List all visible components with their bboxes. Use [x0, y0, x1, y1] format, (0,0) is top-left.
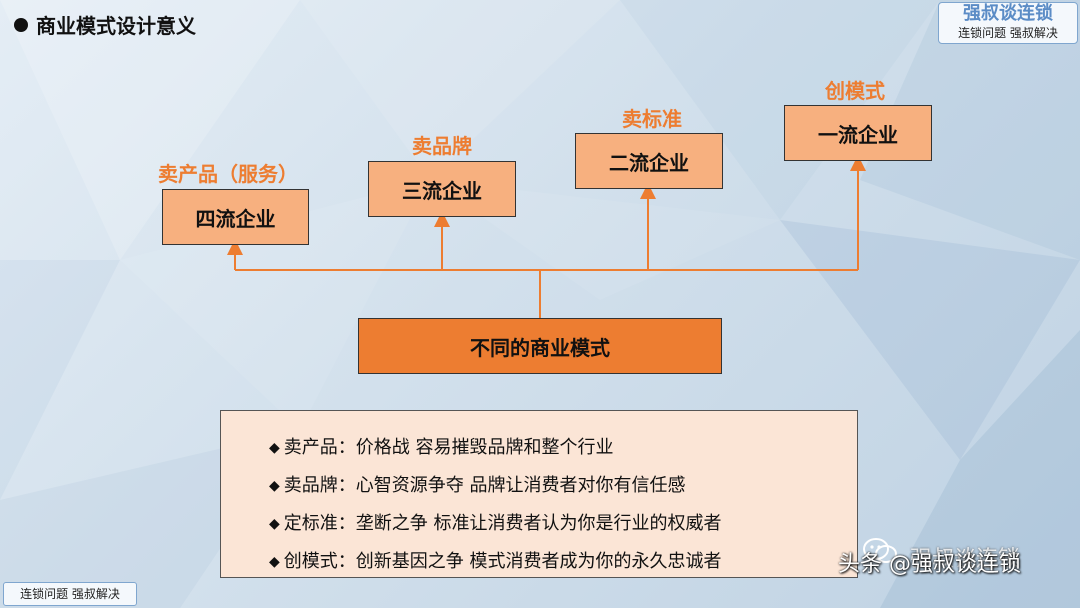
description-line-3: ◆定标准：垄断之争 标准让消费者认为你是行业的权威者 [269, 505, 857, 543]
description-text-1: 卖产品：价格战 容易摧毁品牌和整个行业 [283, 437, 614, 458]
description-box: ◆卖产品：价格战 容易摧毁品牌和整个行业 ◆卖品牌：心智资源争夺 品牌让消费者对… [220, 410, 858, 578]
diamond-bullet-icon: ◆ [269, 440, 280, 456]
brand-title: 强叔谈连锁 [963, 3, 1053, 24]
category-label-4: 创模式 [825, 79, 885, 103]
category-label-2: 卖品牌 [412, 134, 472, 158]
node-4: 一流企业 [784, 105, 932, 161]
description-line-1: ◆卖产品：价格战 容易摧毁品牌和整个行业 [269, 429, 857, 467]
node-1: 四流企业 [162, 189, 309, 245]
diamond-bullet-icon: ◆ [269, 516, 280, 532]
watermark-faded: 强叔谈连锁 [910, 547, 1021, 572]
page-title-text: 商业模式设计意义 [36, 14, 196, 38]
wechat-icon [863, 538, 897, 563]
page-title: 商业模式设计意义 [14, 10, 196, 39]
category-label-3: 卖标准 [622, 107, 682, 131]
brand-badge: 强叔谈连锁 连锁问题 强叔解决 [938, 2, 1078, 44]
description-line-4: ◆创模式：创新基因之争 模式消费者成为你的永久忠诚者 [269, 543, 857, 581]
node-2: 三流企业 [368, 161, 516, 217]
diamond-bullet-icon: ◆ [269, 554, 280, 570]
description-text-4: 创模式：创新基因之争 模式消费者成为你的永久忠诚者 [283, 551, 722, 572]
category-label-1: 卖产品（服务） [158, 162, 298, 186]
diamond-bullet-icon: ◆ [269, 478, 280, 494]
brand-subtitle: 连锁问题 强叔解决 [958, 26, 1058, 40]
description-text-3: 定标准：垄断之争 标准让消费者认为你是行业的权威者 [283, 513, 722, 534]
node-3: 二流企业 [575, 133, 723, 189]
description-text-2: 卖品牌：心智资源争夺 品牌让消费者对你有信任感 [283, 475, 686, 496]
watermark-main: 头条 @强叔谈连锁 [838, 552, 1021, 577]
footer-tag: 连锁问题 强叔解决 [3, 582, 137, 606]
description-line-2: ◆卖品牌：心智资源争夺 品牌让消费者对你有信任感 [269, 467, 857, 505]
root-node: 不同的商业模式 [358, 318, 722, 374]
bullet-dot-icon [14, 17, 28, 32]
